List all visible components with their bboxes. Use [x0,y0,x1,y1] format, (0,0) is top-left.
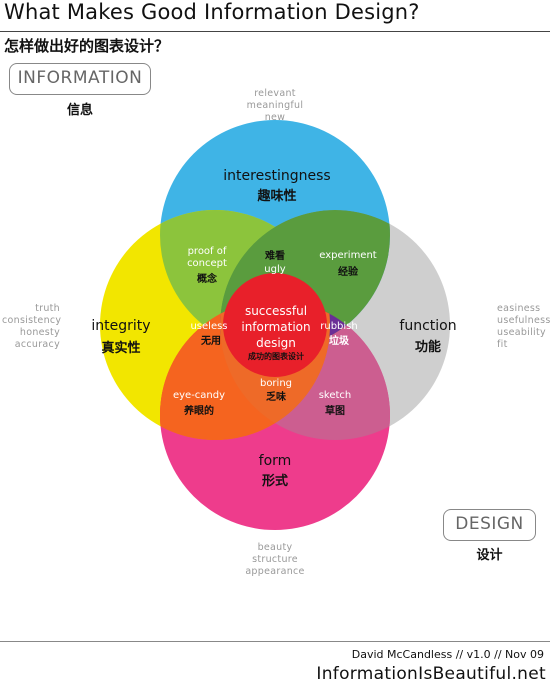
label-eye-candy: eye-candy [173,390,225,401]
overlap-boring [220,300,330,440]
interestingness-qualities: relevant meaningful new [225,88,325,124]
quality-accuracy: accuracy [14,339,60,350]
label-rubbish-zh: 垃圾 [329,334,350,347]
label-concept: concept [187,258,227,269]
label-eye-candy-zh: 养眼的 [183,404,214,417]
label-experiment: experiment [319,250,377,261]
label-form: form [259,453,292,469]
label-successful-zh: 成功的图表设计 [248,351,304,361]
design-label-zh: 设计 [476,548,503,563]
quality-easiness: easiness [497,303,541,314]
center-successful [223,273,327,377]
label-ugly-zh: 难看 [264,249,285,262]
information-label: INFORMATION [9,63,151,95]
quality-useability: useability [497,327,546,338]
label-ugly: ugly [264,264,285,275]
quality-new: new [264,112,286,123]
label-successful: successful [245,304,307,318]
label-sketch: sketch [319,390,352,401]
label-proof-of: proof of [188,246,227,257]
quality-honesty: honesty [19,327,60,338]
label-boring: boring [260,378,292,389]
label-interestingness: interestingness [223,168,330,184]
label-useless-zh: 无用 [200,335,221,347]
label-interestingness-zh: 趣味性 [256,188,296,204]
label-design: design [256,336,296,350]
quality-consistency: consistency [2,315,62,326]
function-qualities: easiness usefulness useability fit [497,303,550,351]
quality-structure: structure [252,554,298,565]
form-qualities: beauty structure appearance [225,542,325,578]
quality-usefulness: usefulness [497,315,550,326]
label-boring-zh: 乏味 [266,390,286,403]
page-title: What Makes Good Information Design? [4,0,420,24]
site-name: InformationIsBeautiful.net [316,664,546,684]
quality-relevant: relevant [254,88,296,99]
label-integrity: integrity [91,318,150,334]
label-function: function [399,318,456,334]
quality-truth: truth [35,303,60,314]
integrity-qualities: truth consistency honesty accuracy [2,303,62,351]
label-form-zh: 形式 [262,473,288,489]
footer-divider [0,641,550,642]
label-proof-of-concept-zh: 概念 [197,272,217,285]
page-subtitle: 怎样做出好的图表设计？ [4,37,170,55]
label-useless: useless [190,321,227,332]
title-divider [0,31,550,32]
quality-fit: fit [497,339,508,350]
label-experiment-zh: 经验 [338,265,359,278]
information-label-zh: 信息 [66,103,93,118]
author-credit: David McCandless // v1.0 // Nov 09 [351,648,544,661]
label-information: information [241,320,310,334]
quality-meaningful: meaningful [246,100,304,111]
label-rubbish: rubbish [320,321,357,332]
quality-beauty: beauty [257,542,293,553]
label-sketch-zh: 草图 [325,404,345,417]
design-label: DESIGN [443,509,536,541]
quality-appearance: appearance [245,566,305,577]
label-integrity-zh: 真实性 [101,340,140,356]
label-function-zh: 功能 [415,339,441,355]
